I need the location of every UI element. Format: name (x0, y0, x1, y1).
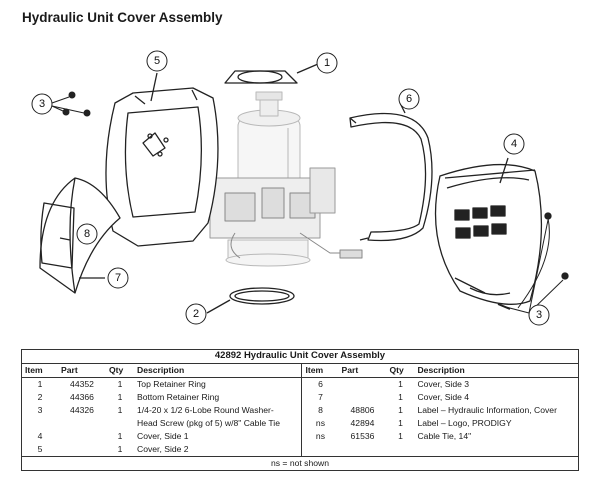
page-title: Hydraulic Unit Cover Assembly (22, 10, 223, 25)
header-part-right: Part (338, 363, 387, 378)
header-item-right: Item (301, 363, 339, 378)
cell-left-part: 44352 (70, 379, 94, 389)
table-row: 4 1 Cover, Side 1 ns 61536 1 Cable Tie, 14" (22, 430, 579, 443)
cell-right-part: 48806 (350, 405, 375, 415)
cell-right-item (301, 443, 339, 457)
cell-right-part (338, 391, 386, 404)
cell-left-qty: 1 (117, 444, 123, 454)
cover-side-1 (434, 157, 569, 310)
callout-5 (146, 50, 168, 72)
cell-left-item: 5 (37, 444, 43, 454)
parts-table: 42892 Hydraulic Unit Cover Assembly Item… (21, 349, 579, 471)
callout-2-label: 2 (193, 308, 199, 320)
table-footnote: ns = not shown (21, 456, 579, 471)
cell-left-description: Bottom Retainer Ring (137, 392, 220, 402)
table-row: 3 44326 1 1/4-20 x 1/2 6-Lobe Round Washer-… (22, 404, 579, 417)
cell-right-description: Cover, Side 4 (417, 392, 470, 402)
callout-5-label: 5 (154, 55, 160, 67)
cell-right-description: Cover, Side 3 (417, 379, 470, 389)
bottom-retainer-ring (206, 287, 295, 314)
cell-left-qty (106, 417, 134, 430)
cell-right-qty: 1 (398, 392, 403, 402)
cover-side-2 (105, 72, 219, 247)
callout-1-label: 1 (324, 57, 330, 69)
table-row: 2 44366 1 Bottom Retainer Ring 7 1 Cover, Side… (22, 391, 579, 404)
top-retainer-ring (224, 63, 319, 84)
header-description-right: Description (414, 363, 579, 378)
cell-left-part (58, 430, 106, 443)
cell-right-description (414, 443, 578, 457)
cell-left-qty: 1 (117, 379, 123, 389)
cell-right-item: ns (301, 417, 339, 430)
header-part: Part (58, 363, 106, 378)
cell-right-part: 42894 (350, 418, 375, 428)
table-row: Head Screw (pkg of 5) w/8" Cable Tie ns 42… (22, 417, 579, 430)
cell-right-item: ns (301, 430, 339, 443)
cell-right-description: Label – Logo, PRODIGY (417, 418, 512, 428)
callout-7 (107, 267, 129, 289)
cell-left-item: 1 (37, 379, 43, 389)
cell-left-qty: 1 (117, 431, 123, 441)
cell-left-item: 2 (37, 392, 43, 402)
cell-left-description: Cover, Side 2 (137, 444, 189, 454)
cell-right-item: 8 (301, 404, 339, 417)
cell-left-description: Head Screw (pkg of 5) w/8" Cable Tie (137, 418, 281, 428)
callout-3-left (31, 93, 53, 115)
screws-top-left (51, 91, 91, 117)
callout-4-label: 4 (511, 138, 517, 150)
callout-3-left-label: 3 (39, 98, 45, 110)
cell-right-qty: 1 (398, 379, 403, 389)
cell-right-qty: 1 (398, 418, 403, 428)
cell-right-item: 6 (301, 377, 339, 391)
cell-left-part: 44326 (70, 405, 94, 415)
callout-3-right-label: 3 (536, 309, 542, 321)
parts-table-title: 42892 Hydraulic Unit Cover Assembly (21, 349, 579, 364)
cell-left-part (58, 443, 106, 457)
header-description: Description (134, 363, 302, 378)
callout-1 (316, 52, 338, 74)
cell-right-description: Cable Tie, 14" (417, 431, 472, 441)
hydraulic-unit (209, 91, 363, 267)
cell-right-qty: 1 (398, 405, 403, 415)
cell-right-part (338, 378, 386, 392)
cell-left-description: Cover, Side 1 (137, 431, 189, 441)
cell-left-description: 1/4-20 x 1/2 6-Lobe Round Washer- (137, 405, 274, 415)
header-qty-right: Qty (386, 363, 415, 378)
cell-right-qty: 1 (398, 431, 403, 441)
cell-right-part: 61536 (350, 431, 375, 441)
table-row: 1 44352 1 Top Retainer Ring 6 1 Cover, Side 3 (22, 377, 579, 392)
callout-7-label: 7 (115, 272, 121, 284)
cover-side-3 (349, 102, 433, 242)
header-item: Item (21, 363, 58, 378)
cell-left-part: 44366 (70, 392, 94, 402)
cell-left-item: 4 (37, 431, 43, 441)
callout-2 (185, 303, 207, 325)
callout-6 (398, 88, 420, 110)
cell-left-qty: 1 (117, 392, 123, 402)
cell-right-part (338, 443, 386, 457)
callout-4 (503, 133, 525, 155)
cell-left-qty: 1 (117, 405, 123, 415)
cell-left-item (22, 417, 59, 430)
header-qty: Qty (106, 363, 134, 378)
cell-left-item: 3 (37, 405, 43, 415)
cell-left-description: Top Retainer Ring (137, 379, 206, 389)
callout-8 (76, 223, 98, 245)
exploded-diagram: 1 2 3 3 4 5 6 7 8 (31, 50, 569, 326)
callout-6-label: 6 (406, 93, 412, 105)
callout-3-right (528, 304, 550, 326)
callout-8-label: 8 (84, 228, 90, 240)
table-row: 5 1 Cover, Side 2 (22, 443, 579, 457)
cell-right-description: Label – Hydraulic Information, Cover (417, 405, 557, 415)
cell-left-part (58, 417, 106, 430)
cell-right-qty (386, 443, 414, 457)
cell-right-item: 7 (301, 391, 339, 404)
